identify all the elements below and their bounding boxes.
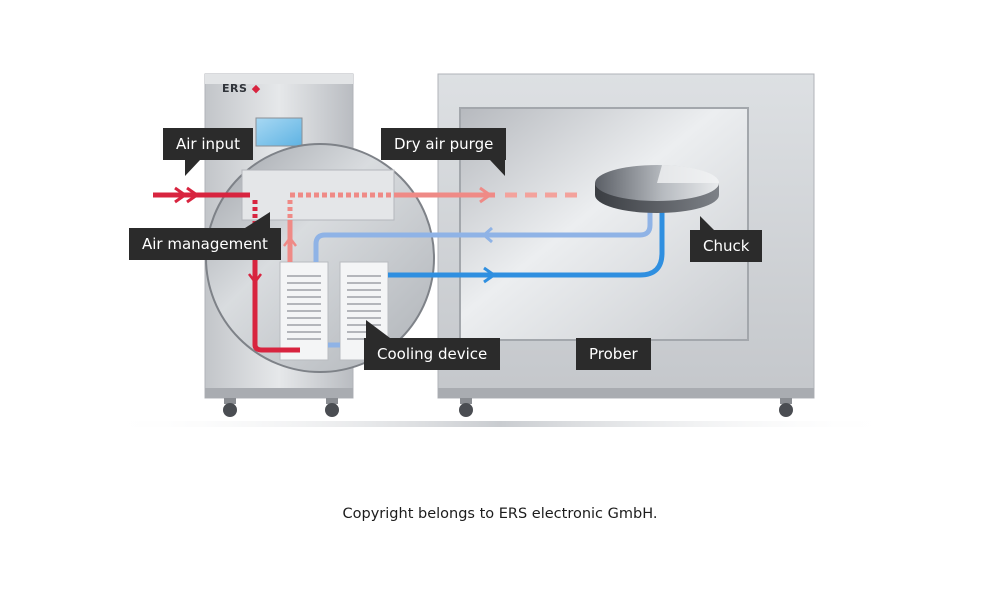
callout-pointers — [185, 160, 716, 338]
casters — [223, 398, 793, 417]
floor-shadow — [100, 421, 900, 427]
label-prober: Prober — [576, 338, 651, 370]
cold-air-flow — [313, 208, 665, 348]
air-input-flow — [153, 186, 300, 353]
label-chuck: Chuck — [690, 230, 763, 262]
ers-logo-icon: ◆ — [251, 82, 261, 95]
ers-logo-text: ERS — [222, 82, 248, 95]
copyright-notice: Copyright belongs to ERS electronic GmbH… — [342, 506, 658, 522]
chuck — [595, 165, 720, 213]
dry-air-purge-flow — [283, 186, 580, 262]
label-air-management: Air management — [129, 228, 281, 260]
label-dry-air-purge: Dry air purge — [381, 128, 507, 160]
ers-logo: ERS ◆ — [222, 82, 261, 95]
label-air-input: Air input — [163, 128, 253, 160]
label-cooling-device: Cooling device — [364, 338, 501, 370]
control-screen — [255, 117, 303, 147]
